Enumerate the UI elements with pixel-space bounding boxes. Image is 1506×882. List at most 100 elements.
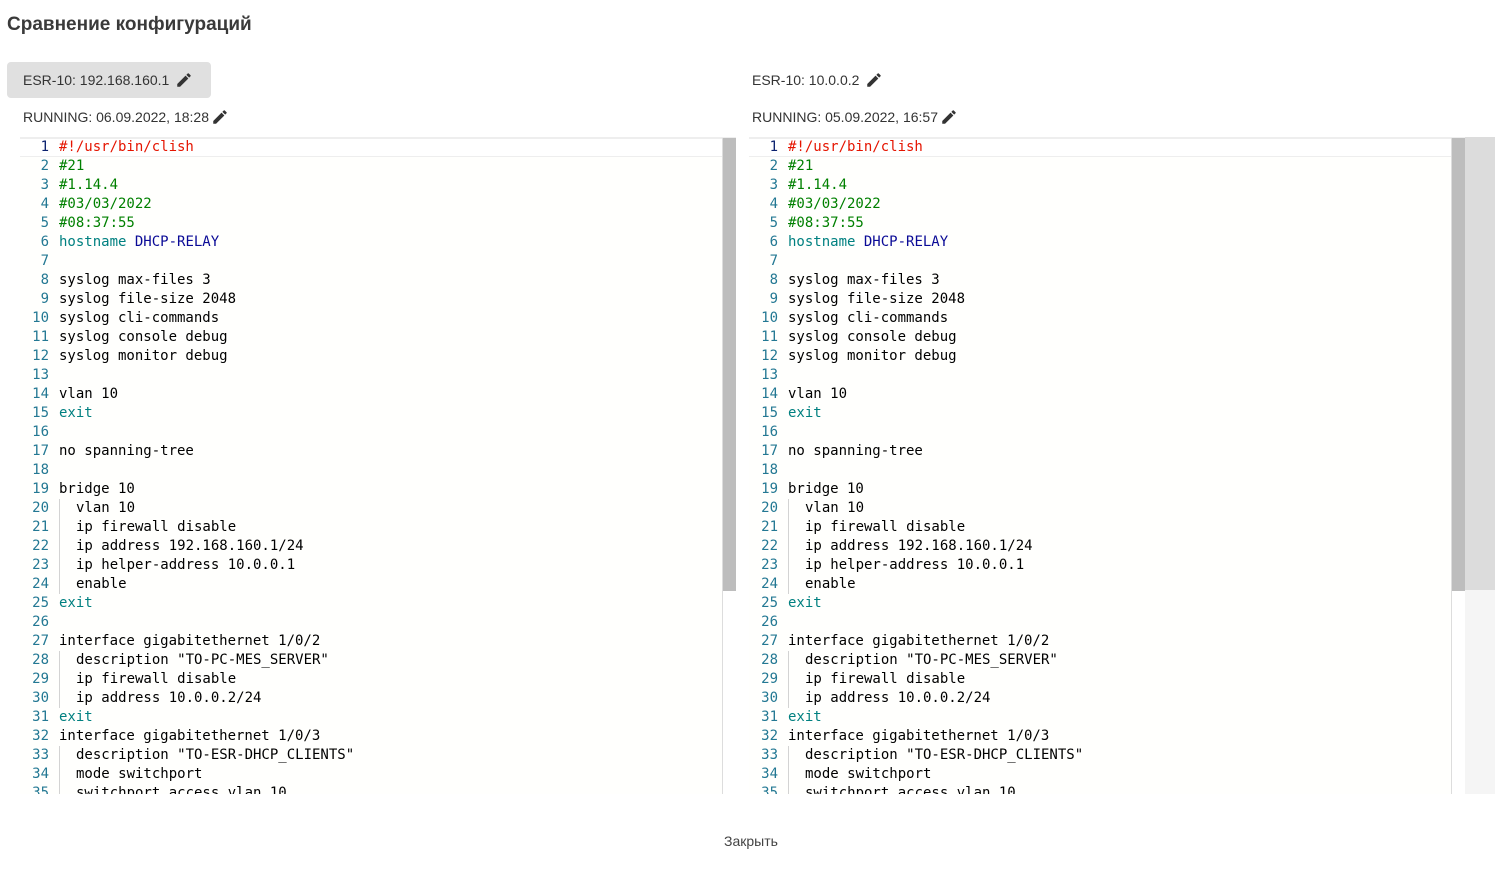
line-number: 31 xyxy=(761,709,778,725)
scrollbar-thumb[interactable] xyxy=(723,138,736,591)
line-number: 17 xyxy=(32,443,49,459)
line-number: 7 xyxy=(40,253,49,269)
line-number: 15 xyxy=(761,405,778,421)
line-code: description "TO-PC-MES_SERVER" xyxy=(805,651,1058,670)
code-line[interactable]: 2#21 xyxy=(20,157,722,176)
right-device-selector[interactable]: ESR-10: 10.0.0.2 xyxy=(736,62,899,98)
indent-guide xyxy=(59,746,60,765)
code-line[interactable]: 7 xyxy=(749,252,1451,271)
code-line[interactable]: 3#1.14.4 xyxy=(20,176,722,195)
line-code: syslog monitor debug xyxy=(59,347,228,366)
line-number: 6 xyxy=(40,234,49,250)
code-line[interactable]: 18 xyxy=(749,461,1451,480)
code-line[interactable]: 1#!/usr/bin/clish xyxy=(20,138,722,157)
left-config-selector[interactable]: RUNNING: 06.09.2022, 18:28 xyxy=(23,108,229,126)
indent-guide xyxy=(788,499,789,518)
code-line[interactable]: 2#21 xyxy=(749,157,1451,176)
code-line[interactable]: 5#08:37:55 xyxy=(749,214,1451,233)
left-device-selector[interactable]: ESR-10: 192.168.160.1 xyxy=(7,62,211,98)
code-token: syslog console debug xyxy=(788,329,957,345)
code-line[interactable]: 13 xyxy=(749,366,1451,385)
overview-ruler[interactable] xyxy=(1465,137,1495,794)
scrollbar-thumb[interactable] xyxy=(1452,138,1465,591)
code-line[interactable]: 26 xyxy=(749,613,1451,632)
code-line[interactable]: 4#03/03/2022 xyxy=(20,195,722,214)
code-line[interactable]: 7 xyxy=(20,252,722,271)
line-code: exit xyxy=(788,404,822,423)
code-line[interactable]: 16 xyxy=(20,423,722,442)
overview-ruler-slider[interactable] xyxy=(1465,137,1495,590)
code-line[interactable]: 15 exit xyxy=(749,404,1451,423)
code-line[interactable]: 5#08:37:55 xyxy=(20,214,722,233)
code-line[interactable]: 13 xyxy=(20,366,722,385)
code-line[interactable]: 18 xyxy=(20,461,722,480)
code-line[interactable]: 4#03/03/2022 xyxy=(749,195,1451,214)
pencil-icon[interactable] xyxy=(175,71,193,89)
pencil-icon[interactable] xyxy=(940,108,958,126)
code-line[interactable]: 11 syslog console debug xyxy=(749,328,1451,347)
right-editor-scrollbar[interactable] xyxy=(1451,138,1465,794)
pencil-icon[interactable] xyxy=(211,108,229,126)
code-line[interactable]: 16 xyxy=(749,423,1451,442)
code-line[interactable]: 1#!/usr/bin/clish xyxy=(749,138,1451,157)
right-config-selector[interactable]: RUNNING: 05.09.2022, 16:57 xyxy=(752,108,958,126)
close-button[interactable]: Закрыть xyxy=(724,833,778,849)
pencil-icon[interactable] xyxy=(865,71,883,89)
line-number: 11 xyxy=(761,329,778,345)
code-line[interactable]: 26 xyxy=(20,613,722,632)
line-code: ip address 10.0.0.2/24 xyxy=(76,689,261,708)
left-editor-scrollbar[interactable] xyxy=(722,138,736,794)
code-line[interactable]: 3#1.14.4 xyxy=(749,176,1451,195)
